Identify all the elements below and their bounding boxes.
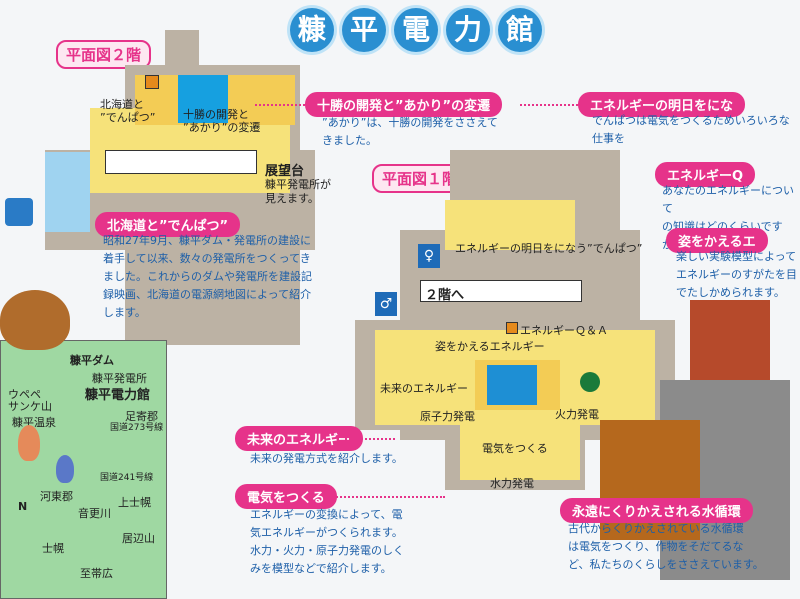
observatory-stairs xyxy=(105,150,257,174)
map-dam-label: 糠平ダム xyxy=(70,354,114,367)
map-route273-label: 国道273号線 xyxy=(110,423,164,433)
callout-hokkaido-desc: 昭和27年9月、糠平ダム・発電所の建設に着手して以来、数々の発電所をつくってきま… xyxy=(103,234,312,319)
leader-line xyxy=(325,496,445,498)
map-ashoro-label: 足寄郡 xyxy=(125,410,158,423)
globe-model xyxy=(580,372,600,392)
map-station-label: 糠平発電所 xyxy=(92,372,147,385)
brick-wall xyxy=(690,300,770,380)
mascot-character xyxy=(0,290,70,350)
callout-future-title: 未来のエネルギー xyxy=(235,426,364,451)
restroom-icon: ♀ xyxy=(418,244,440,268)
camera-icon xyxy=(5,198,33,226)
nuclear-label: 原子力発電 xyxy=(420,410,475,423)
thermal-label: 火力発電 xyxy=(555,408,599,421)
map-sankeyama-label: サンケ山 xyxy=(8,400,52,413)
make-electricity-label: 電気をつくる xyxy=(482,442,548,455)
callout-water-desc: 古代からくりかえされている水循環は電気をつくり、作物をそだてるなど、私たちのくら… xyxy=(568,522,764,571)
qa-icon xyxy=(506,322,518,334)
callout-future-desc: 未来の発電方式を紹介します。 xyxy=(250,452,403,465)
hydro-label: 水力発電 xyxy=(490,477,534,490)
title-char: 糠 xyxy=(290,8,334,52)
tokachi-room-label: 十勝の開発と”あかり”の変遷 xyxy=(183,108,261,134)
hokkaido-room-label: 北海道と”でんぱつ” xyxy=(100,98,156,124)
title-char: 館 xyxy=(498,8,542,52)
leader-line xyxy=(255,104,305,106)
callout-electricity-desc: エネルギーの変換によって、電気エネルギーがつくられます。水力・火力・原子力発電の… xyxy=(250,508,404,575)
observatory-label: 展望台 xyxy=(265,164,305,179)
floor1-floor xyxy=(460,420,580,480)
water-model xyxy=(487,365,537,405)
callout-qa-title: エネルギーQ xyxy=(655,162,756,187)
callout-electricity-title: 電気をつくる xyxy=(235,484,337,509)
map-museum-label: 糠平電力館 xyxy=(85,388,151,403)
to-floor2-label: ２階へ xyxy=(425,288,465,303)
museum-title: 糠 平 電 力 館 xyxy=(290,8,542,52)
hot-air-balloon-icon xyxy=(18,425,40,461)
area-map xyxy=(0,340,167,599)
title-char: 力 xyxy=(446,8,490,52)
map-onsen-label: 糠平温泉 xyxy=(12,416,56,429)
title-char: 電 xyxy=(394,8,438,52)
future-energy-label: 未来のエネルギー xyxy=(380,382,468,395)
callout-water-title: 永遠にくりかえされる水循環 xyxy=(560,498,753,523)
callout-change-desc: 楽しい実験模型によってエネルギーのすがたを目でたしかめられます。 xyxy=(676,250,797,299)
hot-air-balloon-icon xyxy=(56,455,74,483)
hokkaido-map-icon xyxy=(178,75,228,123)
map-shihoro-label: 士幌 xyxy=(42,542,64,555)
map-route241-label: 国道241号線 xyxy=(100,473,154,483)
map-obihiro-label: 至帯広 xyxy=(80,567,113,580)
map-kato-label: 河東郡 xyxy=(40,490,73,503)
map-idenzan-label: 居辺山 xyxy=(122,532,155,545)
map-upepe-label: ウペペ xyxy=(8,388,41,401)
callout-tokachi-title: 十勝の開発と”あかり”の変遷 xyxy=(305,92,503,117)
display-panel xyxy=(45,152,90,232)
callout-tokachi-desc: ”あかり”は、十勝の開発をささえてきました。 xyxy=(322,116,498,147)
callout-change-title: 姿をかえるエ xyxy=(666,228,768,253)
floor1-floor xyxy=(445,200,575,250)
floor2-label: 平面図２階 xyxy=(56,40,152,69)
map-kamishihoro-label: 上士幌 xyxy=(118,496,151,509)
changing-energy-label: 姿をかえるエネルギー xyxy=(435,340,545,353)
callout-tomorrow-desc: でんぱつは電気をつくるためいろいろな仕事を xyxy=(592,114,790,145)
floor2-wall xyxy=(165,30,199,70)
leader-line xyxy=(345,438,395,440)
callout-tomorrow-title: エネルギーの明日をにな xyxy=(578,92,746,117)
callout-hokkaido-title: 北海道と”でんぱつ” xyxy=(95,212,241,237)
energy-qa-label: エネルギーＱ＆Ａ xyxy=(520,324,608,337)
observatory-desc: 糠平発電所が見えます。 xyxy=(265,178,331,205)
title-char: 平 xyxy=(342,8,386,52)
north-arrow-icon: N xyxy=(18,500,28,513)
exhibit-icon xyxy=(145,75,159,89)
restroom-icon: ♂ xyxy=(375,292,397,316)
stairs-to-floor2 xyxy=(420,280,582,302)
leader-line xyxy=(520,104,578,106)
map-otofuke-label: 音更川 xyxy=(78,507,111,520)
energy-tomorrow-label: エネルギーの明日をになう”でんぱつ” xyxy=(455,242,643,255)
